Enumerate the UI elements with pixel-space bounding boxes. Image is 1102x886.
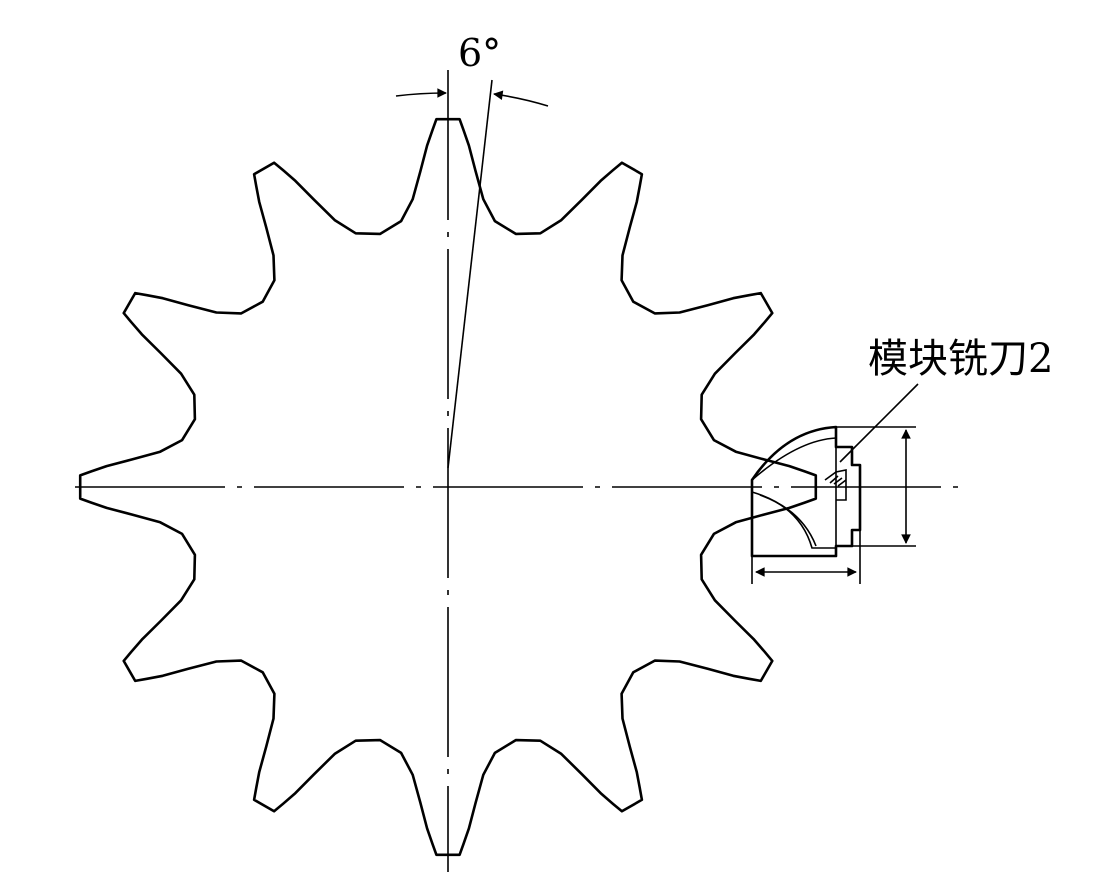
cutter-label: 模块铣刀2: [868, 336, 1053, 382]
module-cutter: [750, 425, 862, 558]
gear-outline: [78, 117, 818, 857]
cutter-leader-line: [839, 383, 919, 463]
angle-dimension-arc-left: [395, 88, 447, 98]
angle-label: 6°: [458, 31, 501, 75]
angle-dimension-arc-right: [493, 90, 549, 107]
index-angle-line: [447, 79, 493, 469]
